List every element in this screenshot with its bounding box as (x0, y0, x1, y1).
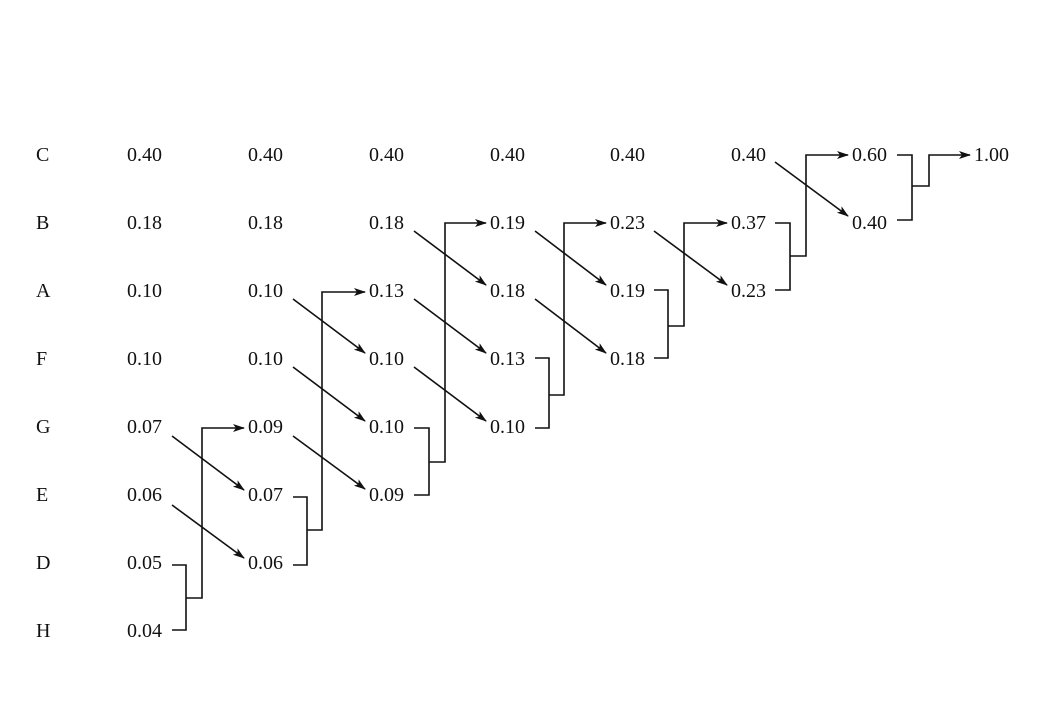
merge-bracket (775, 155, 848, 291)
stage-column-3: 0.40 0.18 0.13 0.10 0.10 0.09 (369, 144, 404, 506)
probability-value: 0.19 (490, 212, 525, 234)
symbol-label: B (36, 212, 49, 234)
stage-column-4: 0.40 0.19 0.18 0.13 0.10 (490, 144, 525, 438)
probability-value: 0.10 (369, 348, 404, 370)
probability-value: 0.07 (248, 484, 283, 506)
probability-value: 0.10 (127, 280, 162, 302)
probability-value: 0.19 (610, 280, 645, 302)
symbol-label: E (36, 484, 48, 506)
probability-value: 0.13 (369, 280, 404, 302)
probability-value: 0.18 (127, 212, 162, 234)
symbol-label: D (36, 552, 50, 574)
probability-value: 0.10 (369, 416, 404, 438)
probability-value: 0.18 (610, 348, 645, 370)
symbol-label: F (36, 348, 47, 370)
probability-value: 0.40 (490, 144, 525, 166)
reorder-arrow (171, 435, 245, 491)
merge-bracket (654, 223, 727, 359)
probability-value: 0.40 (369, 144, 404, 166)
probability-value: 0.40 (127, 144, 162, 166)
reorder-arrow (413, 230, 487, 286)
reorder-arrow (292, 366, 366, 422)
stage-column-1: 0.40 0.18 0.10 0.10 0.07 0.06 0.05 0.04 (127, 144, 162, 642)
probability-value: 0.13 (490, 348, 525, 370)
merge-brackets (172, 155, 970, 631)
probability-value: 0.10 (248, 348, 283, 370)
merge-bracket (293, 292, 365, 566)
probability-value: 0.40 (852, 212, 887, 234)
reorder-arrow (653, 230, 728, 286)
probability-value: 1.00 (974, 144, 1009, 166)
probability-value: 0.09 (369, 484, 404, 506)
reorder-arrow (774, 161, 849, 217)
stage-column-5: 0.40 0.23 0.19 0.18 (610, 144, 645, 370)
merge-bracket (535, 223, 606, 429)
probability-value: 0.40 (610, 144, 645, 166)
probability-value: 0.09 (248, 416, 283, 438)
symbol-label: H (36, 620, 50, 642)
merge-bracket (414, 223, 486, 496)
probability-value: 0.10 (127, 348, 162, 370)
reorder-arrow (413, 366, 487, 422)
merge-bracket (897, 155, 970, 221)
reorder-arrows (171, 161, 849, 559)
reorder-arrow (534, 298, 607, 354)
probability-value: 0.18 (369, 212, 404, 234)
probability-value: 0.06 (127, 484, 162, 506)
probability-value: 0.40 (731, 144, 766, 166)
probability-value: 0.06 (248, 552, 283, 574)
probability-value: 0.07 (127, 416, 162, 438)
probability-value: 0.37 (731, 212, 766, 234)
probability-value: 0.05 (127, 552, 162, 574)
probability-value: 0.10 (248, 280, 283, 302)
probability-value: 0.60 (852, 144, 887, 166)
symbol-labels: C B A F G E D H (36, 144, 51, 642)
probability-value: 0.18 (490, 280, 525, 302)
stage-column-2: 0.40 0.18 0.10 0.10 0.09 0.07 0.06 (248, 144, 283, 574)
stage-column-7: 0.60 0.40 (852, 144, 887, 234)
reorder-arrow (292, 298, 366, 354)
stage-column-6: 0.40 0.37 0.23 (731, 144, 766, 302)
probability-value: 0.23 (610, 212, 645, 234)
probability-value: 0.10 (490, 416, 525, 438)
symbol-label: G (36, 416, 50, 438)
symbol-label: C (36, 144, 49, 166)
probability-value: 0.18 (248, 212, 283, 234)
probability-value: 0.04 (127, 620, 162, 642)
probability-value: 0.40 (248, 144, 283, 166)
reorder-arrow (413, 298, 487, 354)
reorder-arrow (534, 230, 607, 286)
reorder-arrow (292, 435, 366, 490)
reorder-arrow (171, 504, 245, 559)
merge-bracket (172, 428, 244, 631)
symbol-label: A (36, 280, 51, 302)
stage-column-8: 1.00 (974, 144, 1009, 166)
probability-value: 0.23 (731, 280, 766, 302)
